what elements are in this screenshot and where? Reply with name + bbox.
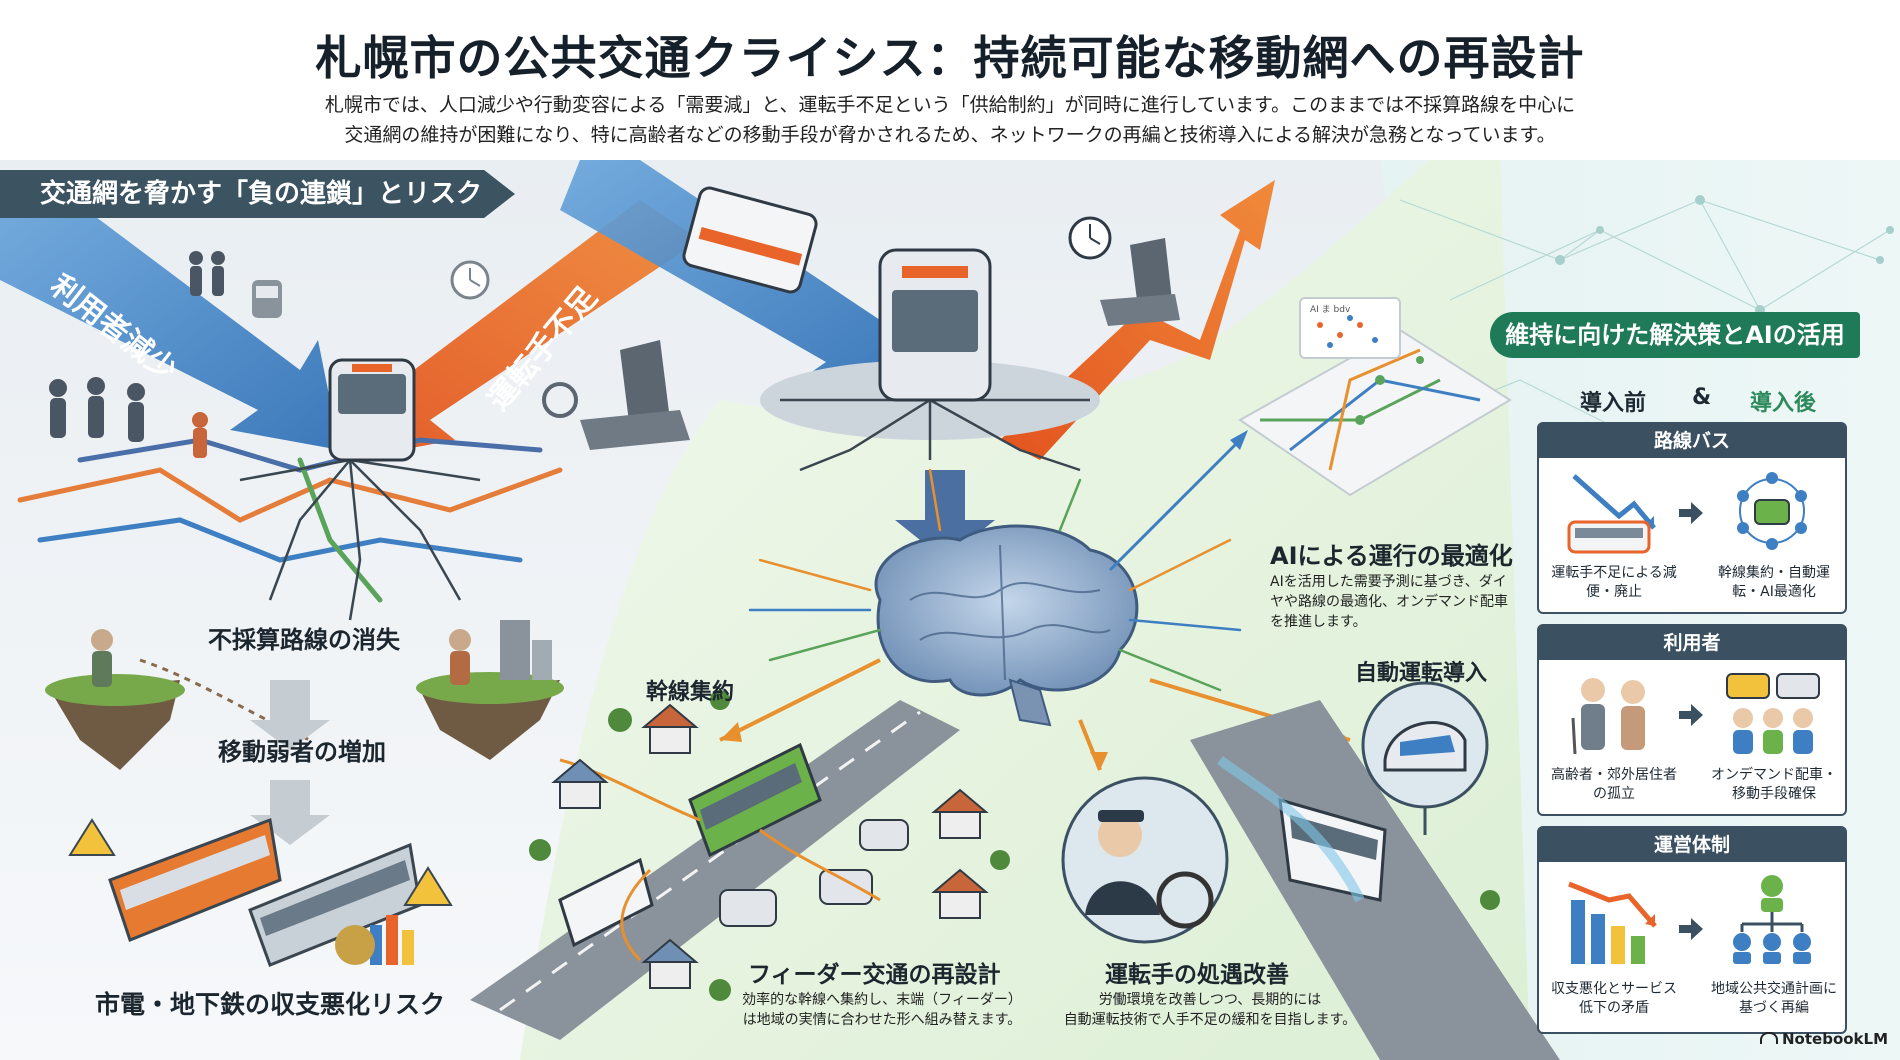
panel-title: 運営体制 [1539, 828, 1845, 862]
driver-desc-line-2: 自動運転技術で人手不足の緩和を目指します。 [1063, 1012, 1357, 1028]
driver-desc-line-1: 労働環境を改善しつつ、長期的には [1098, 992, 1322, 1008]
ampersand-label: & [1692, 385, 1712, 410]
page-title: 札幌市の公共交通クライシス：持続可能な移動網への再設計 [315, 31, 1585, 85]
logo-icon [1760, 1032, 1778, 1044]
panel-after-text: オンデマンド配車・移動手段確保 [1711, 767, 1837, 802]
feeder-redesign-desc: 効率的な幹線へ集約し、末端（フィーダー） は地域の実情に合わせた形へ組み替えます… [732, 990, 1032, 1030]
solutions-badge: 維持に向けた解決策とAIの活用 [1490, 312, 1860, 358]
panel-route-bus: 路線バス 運転手不足による減便・廃止 幹線集約・自動運転・AI最適化 [1537, 422, 1847, 614]
panel-after-text: 地域公共交通計画に基づく再編 [1711, 981, 1837, 1016]
after-label: 導入後 [1750, 391, 1817, 416]
panel-before-text: 運転手不足による減便・廃止 [1551, 565, 1677, 600]
page-subtitle: 札幌市では、人口減少や行動変容による「需要減」と、運転手不足という「供給制約」が… [180, 90, 1720, 150]
header: 札幌市の公共交通クライシス：持続可能な移動網への再設計 札幌市では、人口減少や行… [0, 0, 1900, 160]
subtitle-line-2: 交通網の維持が困難になり、特に高齢者などの移動手段が脅かされるため、ネットワーク… [344, 124, 1556, 146]
ai-optimization-title: AIによる運行の最適化 [1270, 542, 1513, 570]
isolated-elderly-icon [1571, 678, 1645, 755]
declining-bar-chart-icon [1568, 881, 1657, 964]
trunk-consolidation-label: 幹線集約 [646, 680, 735, 705]
panel-title: 利用者 [1539, 626, 1845, 660]
before-after-arrow-icon [1679, 502, 1703, 524]
driver-treatment-desc: 労働環境を改善しつつ、長期的には 自動運転技術で人手不足の緩和を目指します。 [1050, 990, 1370, 1030]
panel-users: 利用者 高齢者・郊外居住者の孤立 オンデマンド配車・移動手段確保 [1537, 624, 1847, 816]
ai-optimization-desc: AIを活用した需要予測に基づき、ダイヤや路線の最適化、オンデマンド配車を推進しま… [1270, 574, 1508, 630]
negative-chain-badge: 交通網を脅かす「負の連鎖」とリスク [0, 170, 515, 218]
panel-after-text: 幹線集約・自動運転・AI最適化 [1718, 565, 1830, 600]
feeder-desc-line-1: 効率的な幹線へ集約し、末端（フィーダー） [742, 992, 1022, 1008]
subtitle-line-1: 札幌市では、人口減少や行動変容による「需要減」と、運転手不足という「供給制約」が… [324, 94, 1576, 116]
panel-before-text: 高齢者・郊外居住者の孤立 [1551, 767, 1677, 802]
risk-tram-subway-finance: 市電・地下鉄の収支悪化リスク [95, 990, 446, 1019]
before-after-arrow-icon [1679, 918, 1703, 940]
network-hub-icon [1737, 472, 1807, 550]
risk-unprofitable-routes: 不採算路線の消失 [208, 626, 400, 654]
on-demand-service-icon [1726, 673, 1820, 754]
risk-mobility-vulnerable: 移動弱者の増加 [218, 738, 386, 766]
bus-decline-icon [1567, 474, 1656, 554]
mini-dashboard-label: AI ま bdv [1310, 305, 1351, 315]
notebooklm-logo: NotebookLM [1760, 1030, 1888, 1048]
feeder-desc-line-2: は地域の実情に合わせた形へ組み替えます。 [742, 1012, 1022, 1028]
logo-text: NotebookLM [1782, 1030, 1889, 1048]
autonomous-driving-label: 自動運転導入 [1355, 661, 1488, 686]
org-plan-icon [1733, 875, 1811, 964]
feeder-redesign-title: フィーダー交通の再設計 [748, 962, 1001, 988]
panel-title: 路線バス [1539, 424, 1845, 458]
before-after-arrow-icon [1679, 704, 1703, 726]
driver-treatment-title: 運転手の処遇改善 [1105, 962, 1289, 988]
before-label: 導入前 [1580, 391, 1647, 416]
panel-before-text: 収支悪化とサービス低下の矛盾 [1551, 981, 1677, 1016]
panel-operations: 運営体制 収支悪化とサービス低下の矛盾 地域公共交通計画に基づく再編 [1537, 826, 1847, 1034]
